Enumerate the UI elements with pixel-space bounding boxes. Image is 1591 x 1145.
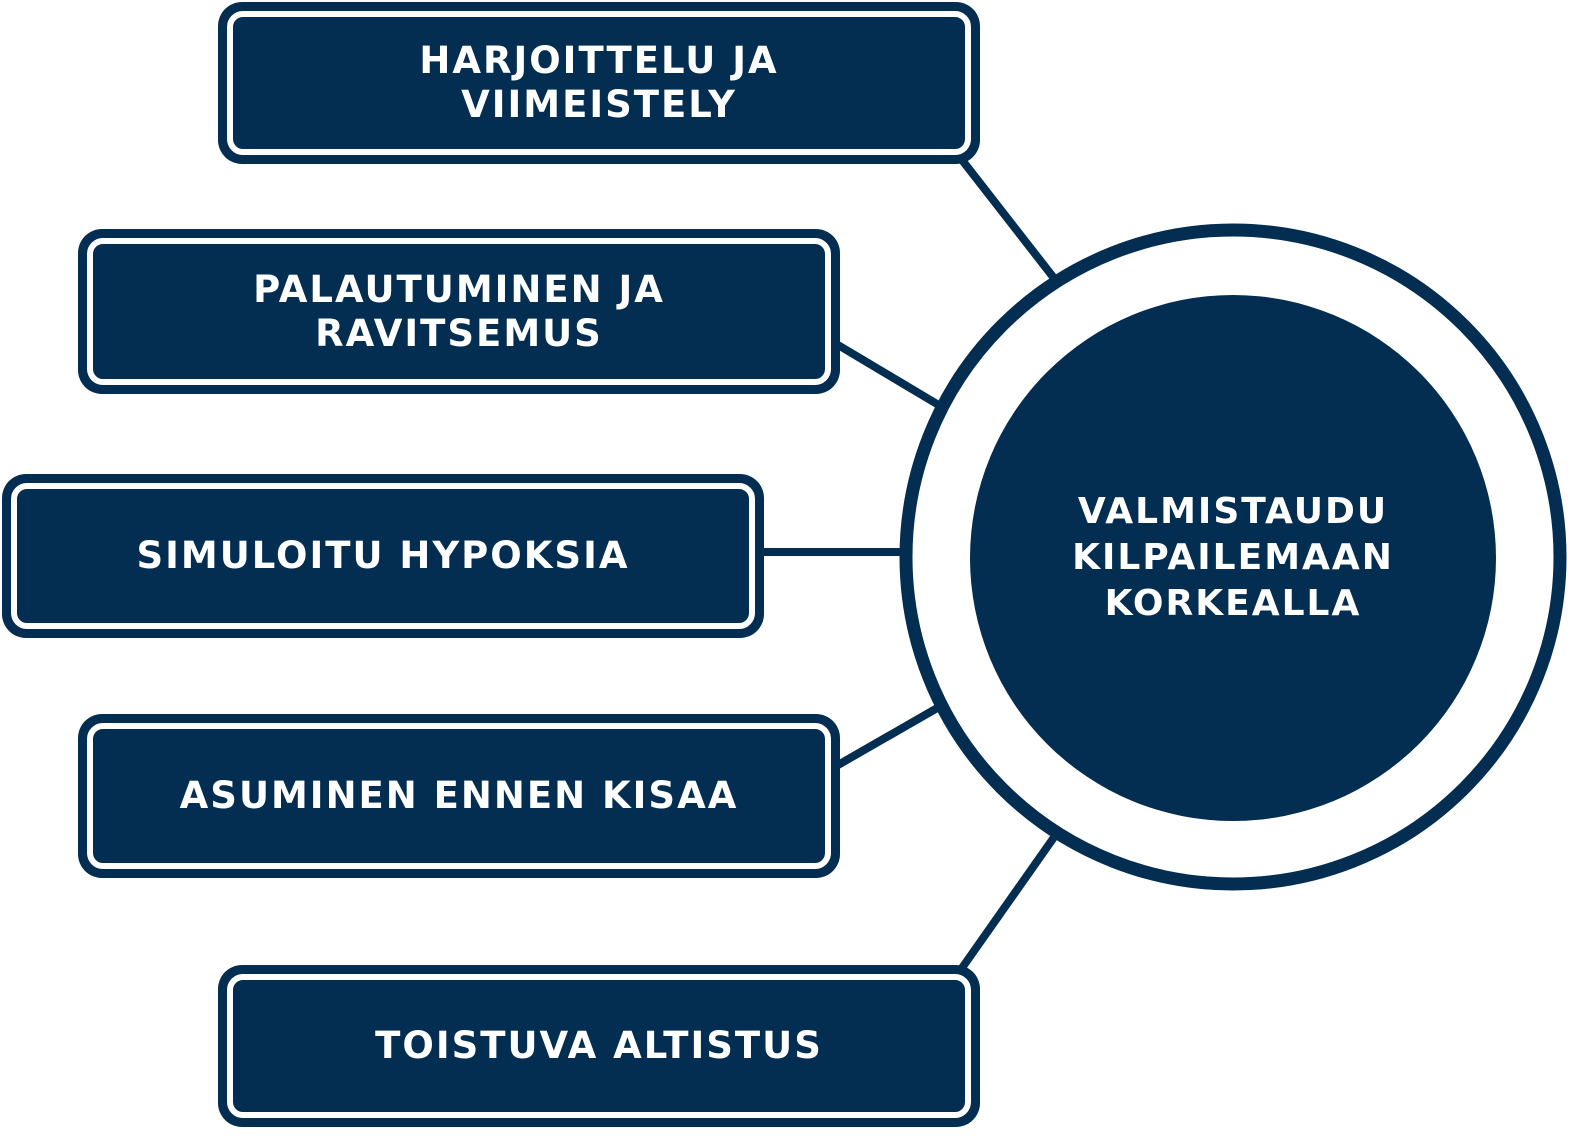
connector-5: [958, 830, 1061, 971]
item-label: PALAUTUMINEN JA RAVITSEMUS: [253, 267, 665, 355]
item-box-4: ASUMINEN ENNEN KISAA: [78, 714, 840, 878]
center-circle: VALMISTAUDU KILPAILEMAAN KORKEALLA: [970, 295, 1496, 821]
item-box-1: HARJOITTELU JA VIIMEISTELY: [218, 2, 980, 164]
item-label: ASUMINEN ENNEN KISAA: [179, 774, 739, 817]
connector-1: [958, 157, 1061, 285]
item-box-2: PALAUTUMINEN JA RAVITSEMUS: [78, 229, 840, 394]
item-label: HARJOITTELU JA VIIMEISTELY: [419, 39, 779, 126]
connector-4: [836, 703, 941, 769]
center-label: VALMISTAUDU KILPAILEMAAN KORKEALLA: [1072, 491, 1394, 624]
item-label: TOISTUVA ALTISTUS: [375, 1024, 823, 1067]
item-box-5: TOISTUVA ALTISTUS: [218, 965, 980, 1127]
item-label: SIMULOITU HYPOKSIA: [136, 534, 630, 577]
connector-2: [835, 341, 945, 411]
item-box-3: SIMULOITU HYPOKSIA: [2, 474, 764, 638]
